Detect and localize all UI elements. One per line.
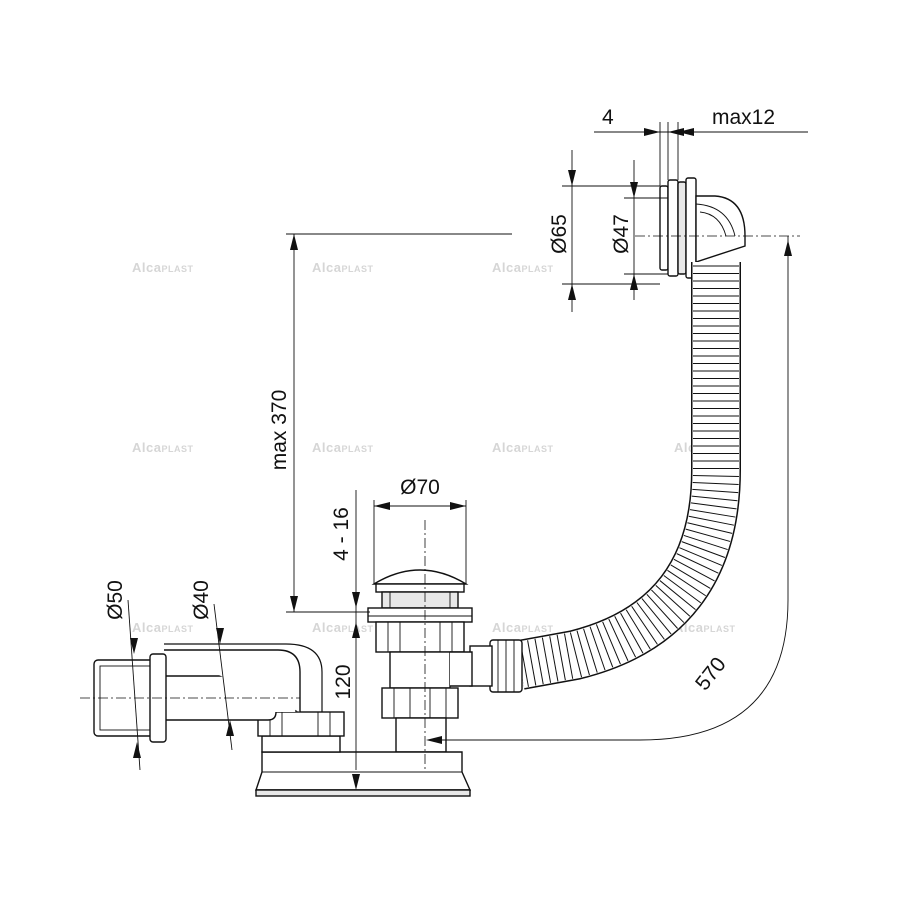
hose-rib <box>534 638 544 685</box>
hose-rib <box>589 626 606 671</box>
watermark-logo: AlcaPLAST <box>312 440 373 455</box>
dim-d65: Ø65 <box>548 214 571 254</box>
hose-rib <box>655 584 691 617</box>
hose-rib <box>608 618 629 662</box>
hose-rib <box>692 475 739 477</box>
dim-570: 570 <box>691 653 731 695</box>
dimension-labels: Ø65 Ø47 4 max12 max 370 4 - 16 Ø70 Ø50 Ø… <box>104 106 775 700</box>
watermark-layer: AlcaPLAST AlcaPLAST AlcaPLAST AlcaPLAST Alca… <box>132 260 735 635</box>
hose-rib <box>676 553 719 574</box>
hose-rib <box>641 598 672 635</box>
overflow-head <box>659 177 746 279</box>
dim-d50: Ø50 <box>104 580 127 620</box>
hose-rib <box>679 547 723 566</box>
watermark-logo: AlcaPLAST <box>132 440 193 455</box>
hose-rib <box>595 624 614 668</box>
hose-rib <box>527 640 537 686</box>
hose-rib <box>691 495 738 502</box>
hose-rib <box>602 621 621 665</box>
hose-rib <box>692 488 739 494</box>
watermark-logo: AlcaPLAST <box>492 260 553 275</box>
hose-rib <box>541 637 552 683</box>
waste-body <box>367 569 473 753</box>
hose-rib <box>685 528 731 542</box>
trap-base <box>255 711 472 797</box>
hose-rib <box>667 569 707 597</box>
watermark-logo: AlcaPLAST <box>132 620 193 635</box>
hose-rib <box>646 594 678 629</box>
watermark-logo: AlcaPLAST <box>312 260 373 275</box>
dim-120: 120 <box>332 664 355 699</box>
flexible-hose <box>515 262 741 690</box>
dim-d70: Ø70 <box>400 476 440 499</box>
hose-rib <box>549 636 559 682</box>
hose-rib <box>576 630 590 676</box>
hose-rib <box>564 633 574 679</box>
dim-max12: max12 <box>712 106 775 129</box>
watermark-logo: AlcaPLAST <box>492 440 553 455</box>
hose-rib <box>620 612 644 654</box>
hose-rib <box>651 589 685 623</box>
watermark-logo: AlcaPLAST <box>132 260 193 275</box>
dim-4-16: 4 - 16 <box>330 507 353 561</box>
watermark-logo: AlcaPLAST <box>312 620 373 635</box>
hose-rib <box>681 541 726 558</box>
hose-rib <box>687 522 733 534</box>
hose-rib <box>683 534 728 551</box>
hose-rib <box>689 509 736 518</box>
watermark-logo: AlcaPLAST <box>492 620 553 635</box>
dim-max370: max 370 <box>268 390 291 471</box>
hose-rib <box>631 605 658 645</box>
hose-rib <box>690 502 737 510</box>
hose-rib <box>688 515 735 526</box>
hose-rib <box>614 615 637 658</box>
hose-rib <box>659 580 696 611</box>
hose-rib <box>670 564 711 589</box>
hose-rib <box>663 575 702 604</box>
hose-rib <box>636 602 665 640</box>
hose-rib <box>673 558 715 582</box>
dim-d40: Ø40 <box>190 580 213 620</box>
hose-rib <box>583 628 598 673</box>
hose-connector <box>469 639 523 693</box>
hose-rib <box>625 609 651 650</box>
hose-rib <box>692 481 739 486</box>
dim-d47: Ø47 <box>610 214 633 254</box>
hose-rib <box>556 634 566 681</box>
center-lines <box>80 235 800 770</box>
hose-rib <box>569 632 583 678</box>
dim-4-top: 4 <box>602 106 614 129</box>
dimension-lines <box>127 122 808 790</box>
